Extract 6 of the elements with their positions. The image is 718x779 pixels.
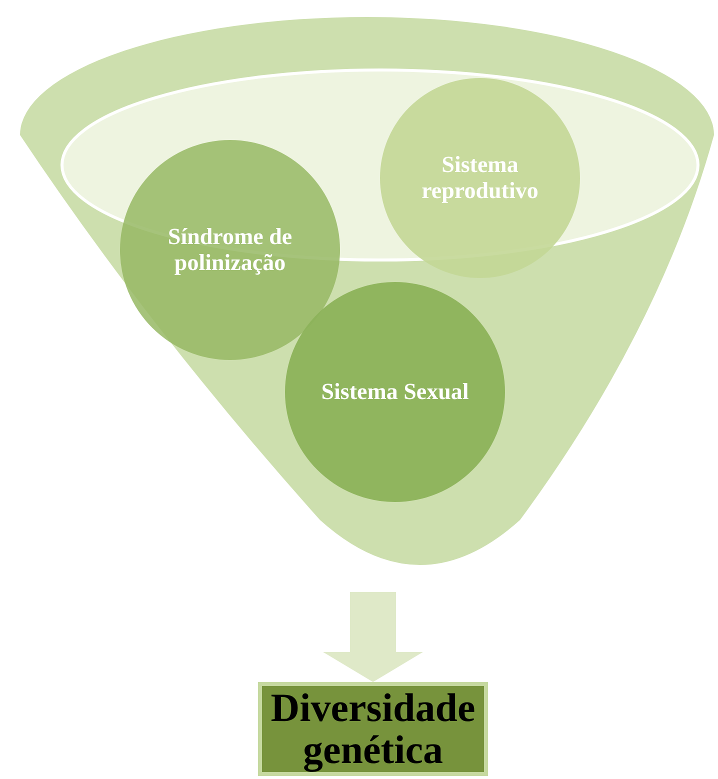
- circle-label: Síndrome de polinização: [166, 224, 294, 276]
- result-box: [258, 682, 488, 776]
- circle-label: Sistema Sexual: [320, 379, 470, 405]
- box-title: Diversidade genética: [270, 687, 476, 771]
- block-arrow: [323, 592, 423, 682]
- circle-label: Sistema reprodutivo: [420, 152, 540, 204]
